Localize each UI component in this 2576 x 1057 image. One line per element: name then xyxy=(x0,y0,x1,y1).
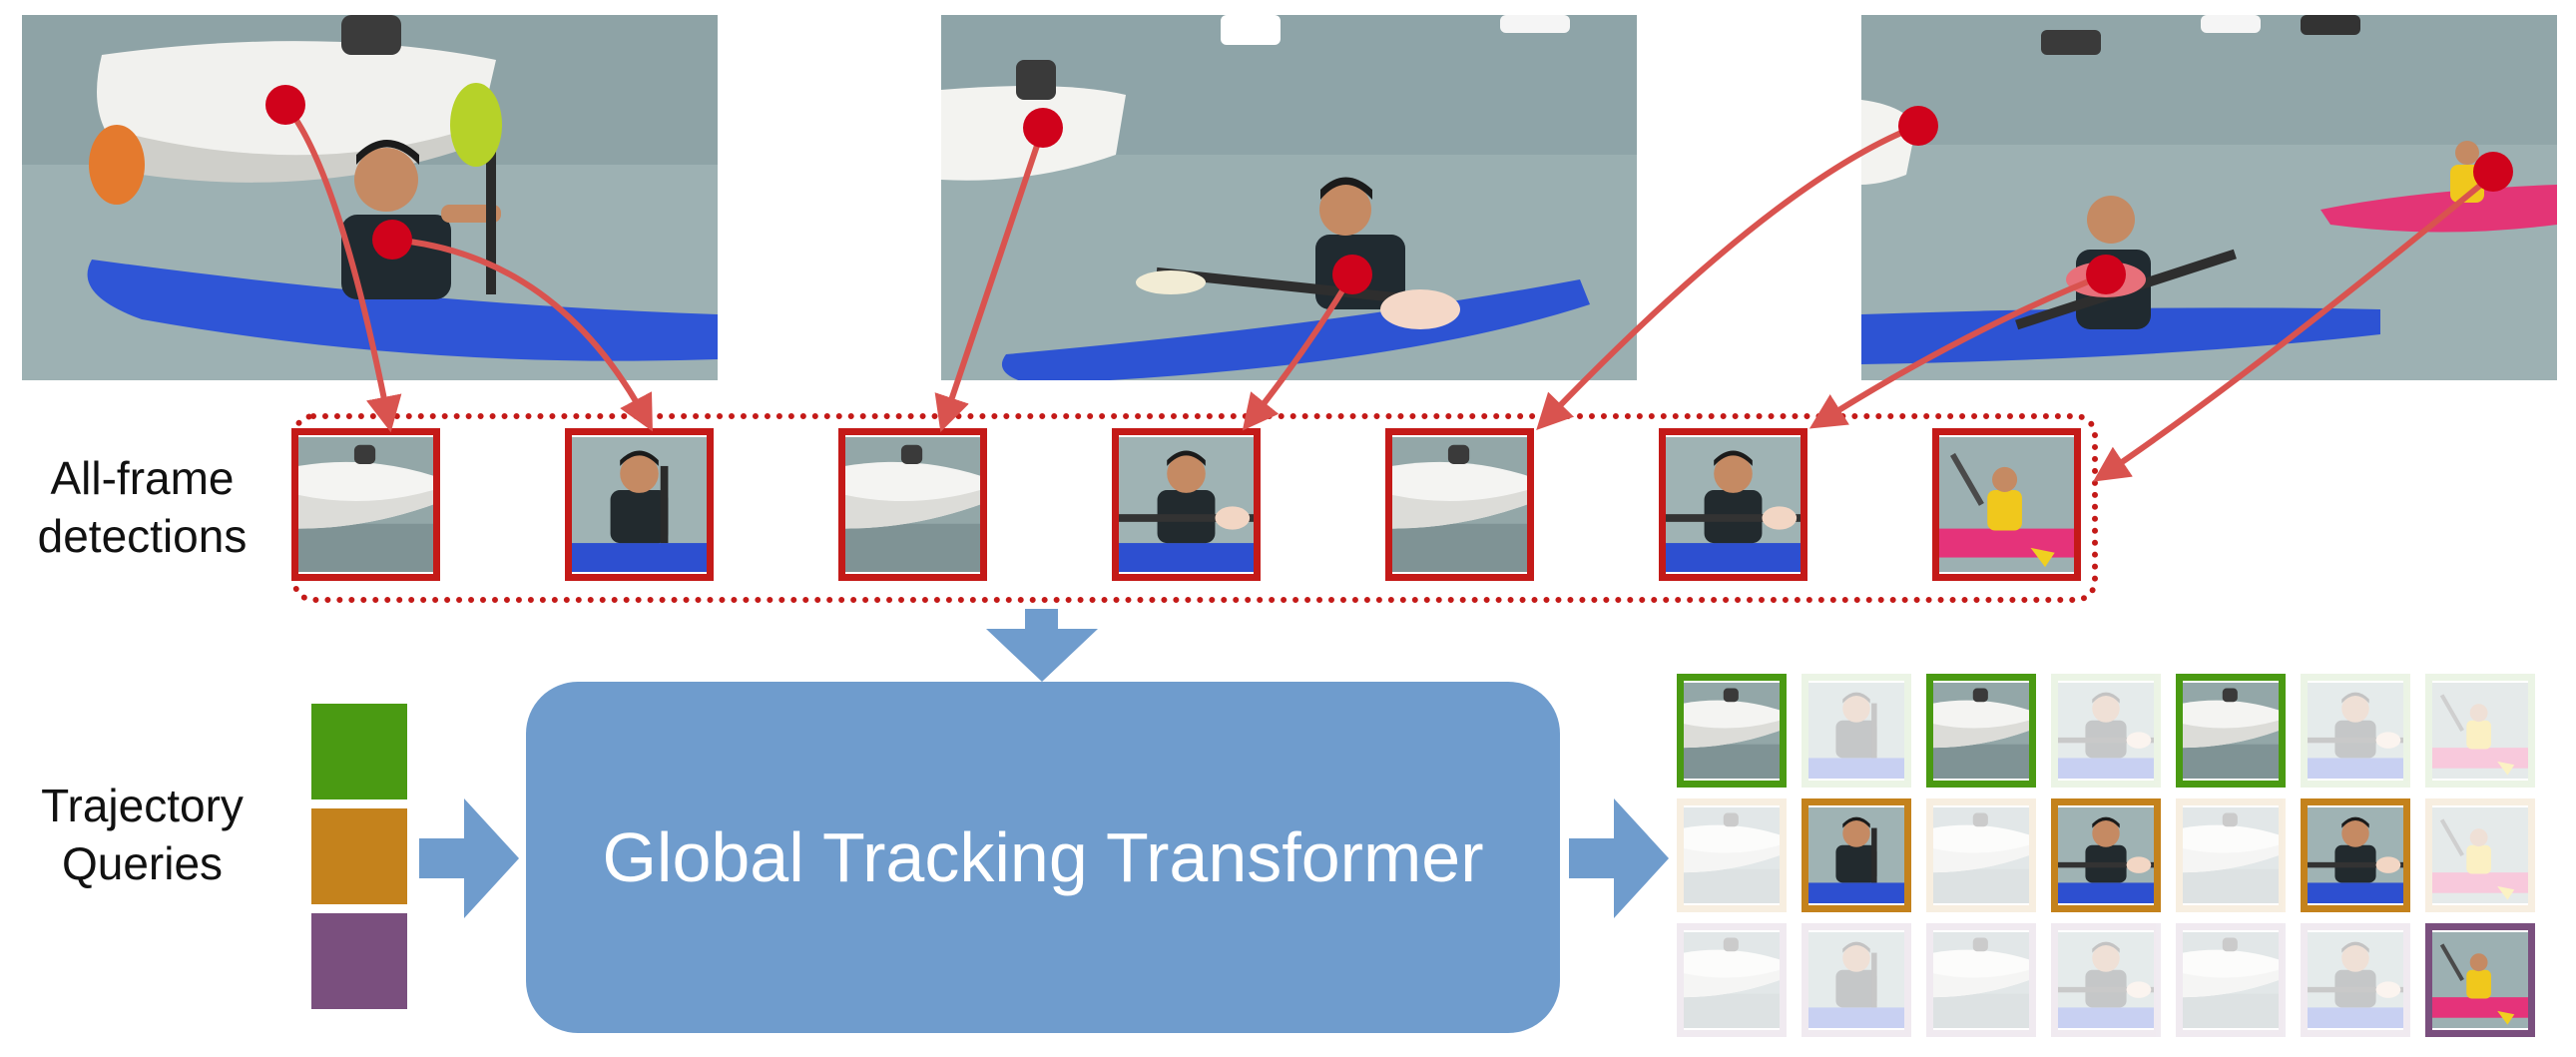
grid-r2-c5 xyxy=(2176,798,2286,912)
grid-r1-c4 xyxy=(2051,674,2161,788)
grid-r3-c3 xyxy=(1926,923,2036,1037)
grid-r1-c5 xyxy=(2176,674,2286,788)
video-frame-1 xyxy=(22,15,718,380)
dot-frame2-boy xyxy=(1332,255,1372,294)
detection-boat-2 xyxy=(838,428,987,581)
grid-r1-c1 xyxy=(1677,674,1787,788)
grid-r2-c1 xyxy=(1677,798,1787,912)
grid-r3-c7 xyxy=(2425,923,2535,1037)
queries-label: Trajectory Queries xyxy=(41,780,244,889)
grid-r3-c1 xyxy=(1677,923,1787,1037)
dot-frame3-boat xyxy=(1898,106,1938,146)
grid-r2-c4 xyxy=(2051,798,2161,912)
grid-r2-c6 xyxy=(2301,798,2410,912)
detection-pink-kayak-child xyxy=(1932,428,2081,581)
dot-frame2-boat xyxy=(1023,108,1063,148)
grid-r3-c4 xyxy=(2051,923,2161,1037)
grid-r1-c2 xyxy=(1802,674,1911,788)
detection-boy-2 xyxy=(1112,428,1261,581)
detection-boy-3 xyxy=(1659,428,1807,581)
grid-r1-c7 xyxy=(2425,674,2535,788)
dot-frame3-child xyxy=(2473,152,2513,192)
dot-frame1-boat xyxy=(265,85,305,125)
query-purple xyxy=(311,913,407,1009)
grid-r2-c2 xyxy=(1802,798,1911,912)
query-orange xyxy=(311,808,407,904)
transformer-label: Global Tracking Transformer xyxy=(602,818,1484,896)
down-arrow xyxy=(986,609,1098,682)
global-tracking-transformer: Global Tracking Transformer xyxy=(526,682,1560,1033)
queries-to-transformer-arrow xyxy=(419,798,519,918)
grid-r3-c6 xyxy=(2301,923,2410,1037)
grid-r1-c3 xyxy=(1926,674,2036,788)
grid-r1-c6 xyxy=(2301,674,2410,788)
grid-r2-c7 xyxy=(2425,798,2535,912)
transformer-to-output-arrow xyxy=(1569,798,1669,918)
detections-label: All-frame detections xyxy=(37,452,248,562)
video-frame-3 xyxy=(1861,15,2557,380)
query-green xyxy=(311,704,407,799)
detection-boat-3 xyxy=(1385,428,1534,581)
grid-r3-c5 xyxy=(2176,923,2286,1037)
detection-boy-1 xyxy=(565,428,714,581)
video-frame-2 xyxy=(941,15,1637,380)
grid-r3-c2 xyxy=(1802,923,1911,1037)
dot-frame3-boy xyxy=(2086,255,2126,294)
detection-boat-1 xyxy=(291,428,440,581)
grid-r2-c3 xyxy=(1926,798,2036,912)
dot-frame1-boy xyxy=(372,220,412,260)
